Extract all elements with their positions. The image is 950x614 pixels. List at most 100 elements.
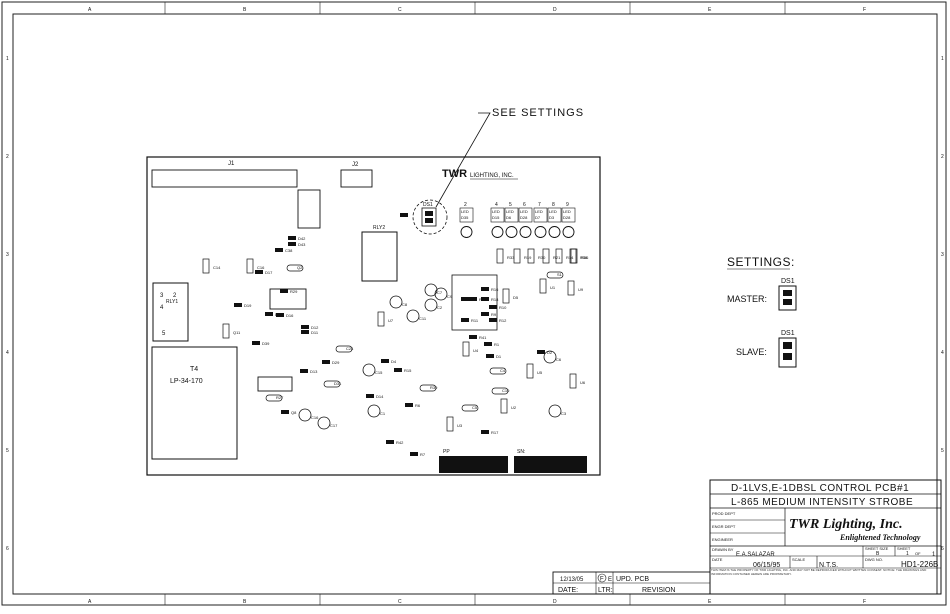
revision-ltr: F [600,577,604,583]
led-label-3: LED [520,209,528,214]
revision-date: 12/13/05 [560,577,584,583]
part-ref-70: R34 [580,255,588,260]
date-label: DATE [712,557,723,562]
part-body-69 [555,248,563,264]
pcb-brand: TWR [442,168,467,180]
part-body-51 [539,278,547,294]
zone-col-top-B: B [243,7,247,13]
led-ref-0: D35 [461,215,469,220]
rly1-pin-5: 5 [162,331,166,337]
part-body-24 [434,287,448,301]
part-body-55 [569,373,577,389]
part-body-30 [362,363,376,377]
led-3 [519,226,532,238]
part-ref-60: R10 [499,305,507,310]
j2-label: J2 [352,162,359,168]
led-number-2: 5 [509,202,512,208]
part-ref-43: R1 [494,342,500,347]
part-ref-22: C7 [437,290,443,295]
revision-header: REVISION [642,587,675,594]
part-body-63 [481,297,489,301]
ds1-smd [400,213,408,217]
led-label-1: LED [492,209,500,214]
part-ref-3: C14 [213,265,221,270]
slave-switch-pos1 [783,342,792,349]
part-body-9 [276,313,284,317]
part-body-58 [489,318,497,322]
settings-title: SETTINGS: [727,255,795,269]
part-body-3 [202,258,210,274]
callout-circle [412,199,448,235]
led-0 [460,226,473,238]
part-ref-54: C3 [561,411,567,416]
zone-col-bottom-B: B [243,599,247,605]
led-2 [505,226,518,238]
revision-ltr-header: LTR: [598,587,613,594]
sheet-size-value: B [876,551,880,557]
pcb-brand-sub: LIGHTING, INC. [470,173,514,179]
part-ref-26: R15 [404,368,412,373]
part-body-68 [542,248,550,264]
part-ref-8: R29 [290,289,298,294]
j2-connector [340,169,373,188]
sn-connector [514,456,587,473]
drawn-by-label: DRAWN BY [712,547,734,552]
part-ref-33: R27 [276,395,284,400]
part-body-65 [496,248,504,264]
zone-col-top-E: E [708,7,712,13]
part-ref-65: R33 [507,255,515,260]
slave-label: SLAVE: [736,347,767,357]
zone-col-bottom-E: E [708,599,712,605]
part-ref-12: D39 [262,341,270,346]
t4-ref: T4 [190,366,198,373]
part-body-7 [234,303,242,307]
part-body-42 [469,335,477,339]
ds1-switch-pos1 [425,211,433,216]
led-number-5: 8 [552,202,555,208]
part-ref-57: R11 [471,318,479,323]
part-ref-15: C24 [346,346,354,351]
zone-row-left-1: 1 [6,56,9,62]
rly1-label: RLY1 [166,299,178,305]
zone-row-right-2: 2 [941,154,944,160]
part-ref-59: R9 [491,312,497,317]
revision-ltr-circle [597,573,607,583]
part-ref-58: R12 [499,318,507,323]
see-settings-label: SEE SETTINGS [492,107,584,119]
r27-body [257,376,293,392]
title-block-frame [709,479,942,595]
part-body-0 [288,236,296,240]
rly2-body [361,231,398,282]
part-ref-64: R16 [491,287,499,292]
part-body-64 [481,287,489,291]
part-body-71 [570,248,578,264]
led-number-4: 7 [538,202,541,208]
settings-ds1-master: DS1 [781,278,795,285]
part-body-41 [462,341,470,357]
led-5 [548,226,561,238]
part-ref-46: R17 [491,430,499,435]
zone-col-top-C: C [398,7,402,13]
part-ref-49: U5 [537,370,543,375]
part-body-48 [537,350,545,354]
part-ref-41: U4 [473,348,479,353]
part-body-11 [222,323,230,339]
master-switch-pos1 [783,290,792,296]
j1-connector [151,169,298,188]
part-body-18 [323,380,341,388]
part-ref-2: C38 [285,248,293,253]
led-ref-3: D28 [520,215,528,220]
part-body-1 [288,242,296,246]
part-body-23 [424,298,438,312]
dwg-no-label: DWG NO. [865,557,883,562]
led-6 [562,226,575,238]
part-body-52 [546,271,564,279]
part-body-31 [367,404,381,418]
part-body-56 [502,288,510,304]
part-ref-34: C17 [330,423,338,428]
part-body-47 [500,398,508,414]
part-body-21 [389,295,403,309]
part-body-40 [491,387,509,395]
